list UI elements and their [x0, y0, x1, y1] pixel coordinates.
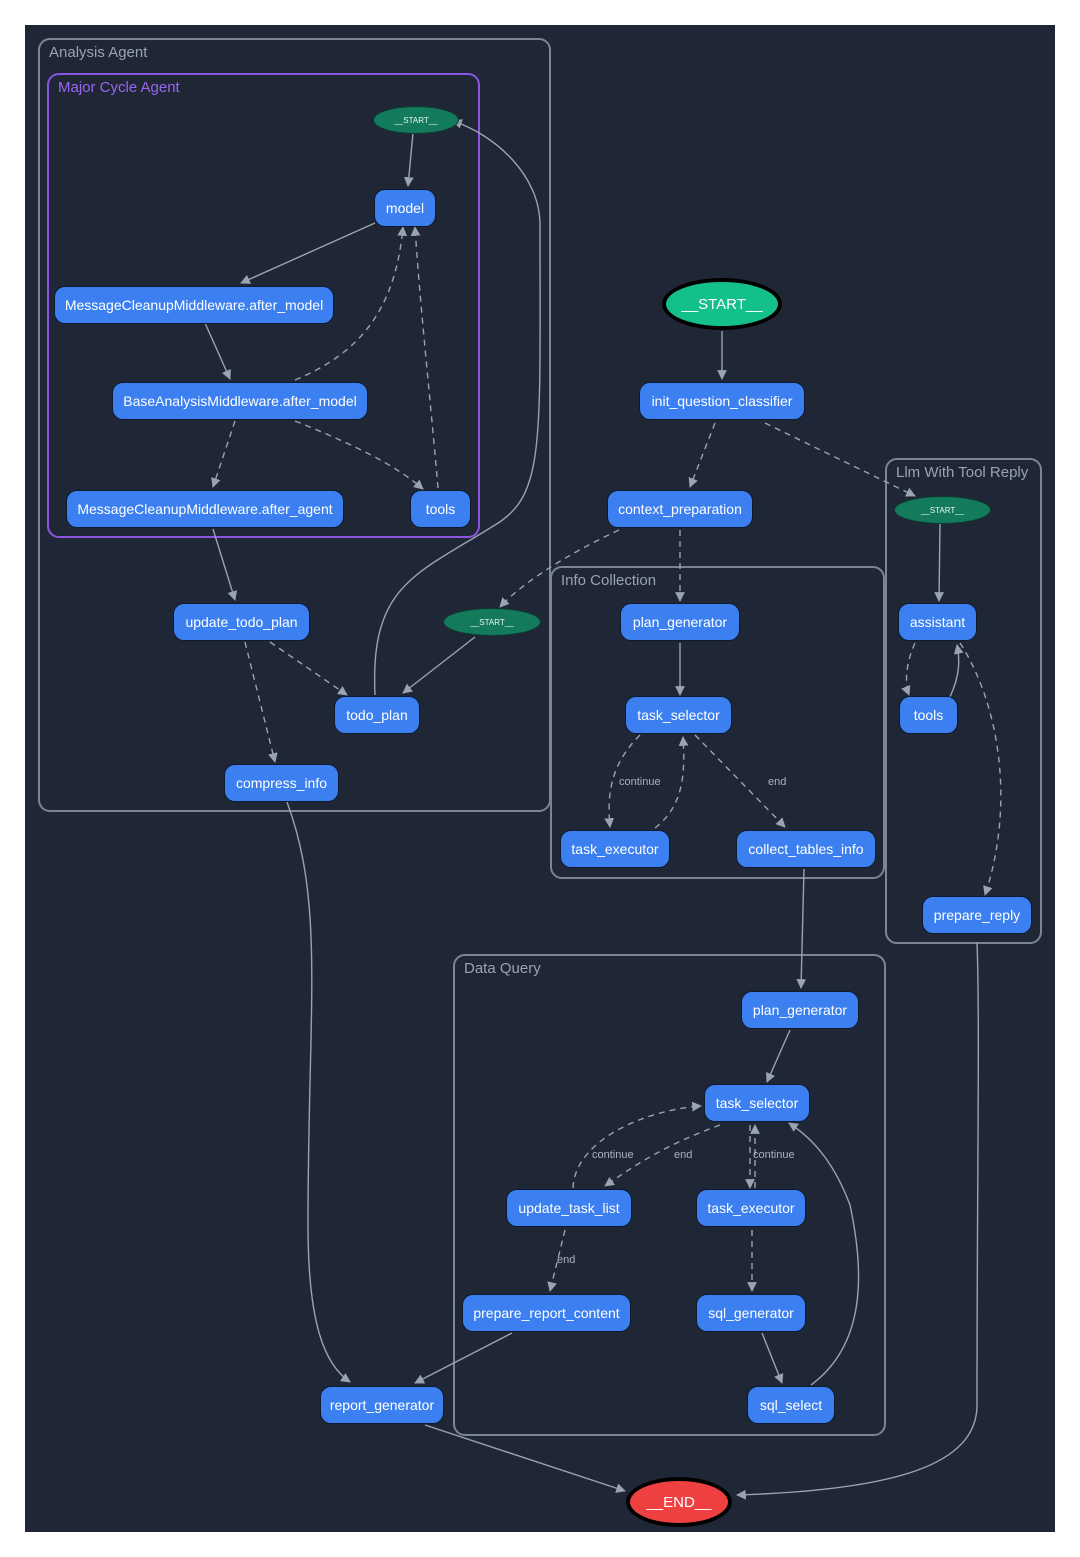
node-mca-start[interactable]: __START__: [373, 106, 459, 134]
edge-aa-start-todo: [402, 636, 476, 694]
edge-label-dq-end-left: end: [674, 1149, 693, 1161]
node-ic-task-selector[interactable]: task_selector: [625, 696, 732, 734]
node-ic-plan-generator[interactable]: plan_generator: [620, 603, 740, 641]
node-dq-sql-select[interactable]: sql_select: [747, 1386, 835, 1424]
cluster-data-query: Data Query: [453, 954, 886, 1436]
edge-tools-model: [410, 226, 439, 489]
edge-dq-sqlgen-sqlselect: [761, 1332, 784, 1384]
end-node[interactable]: __END__: [626, 1477, 732, 1527]
node-dq-sql-generator[interactable]: sql_generator: [696, 1294, 806, 1332]
graph-canvas: Analysis Agent Major Cycle Agent Info Co…: [25, 25, 1055, 1532]
edge-todo-mca-start: [373, 119, 541, 696]
node-ic-task-executor[interactable]: task_executor: [560, 830, 670, 868]
node-aa-update-todo-plan[interactable]: update_todo_plan: [173, 603, 310, 641]
node-mca-tools[interactable]: tools: [410, 490, 471, 528]
node-context-preparation[interactable]: context_preparation: [607, 490, 753, 528]
start-node[interactable]: __START__: [662, 278, 782, 330]
cluster-major-cycle-agent: Major Cycle Agent: [47, 73, 480, 538]
node-init-question-classifier[interactable]: init_question_classifier: [639, 382, 805, 420]
edge-label-dq-continue-right: continue: [753, 1149, 795, 1161]
edge-label-dq-continue-left: continue: [592, 1149, 634, 1161]
edge-lt-prepare-end: [736, 941, 980, 1500]
edge-init-llm-start: [764, 422, 916, 497]
node-mca-cleanup-after-model[interactable]: MessageCleanupMiddleware.after_model: [54, 286, 334, 324]
edge-base-cleanup-agent: [211, 420, 236, 488]
edge-compress-report: [286, 801, 351, 1383]
node-dq-task-selector[interactable]: task_selector: [704, 1084, 810, 1122]
node-lt-start[interactable]: __START__: [894, 496, 991, 524]
edge-cleanup-agent-update: [212, 528, 238, 601]
edge-label-ic-end: end: [768, 776, 787, 788]
edge-dq-update-selector: [572, 1101, 702, 1189]
node-lt-assistant[interactable]: assistant: [898, 603, 977, 641]
node-lt-tools[interactable]: tools: [899, 696, 958, 734]
edge-dq-prepare-report: [414, 1332, 513, 1384]
cluster-label-data-query: Data Query: [464, 960, 541, 977]
edge-model-cleanup: [240, 222, 376, 284]
cluster-label-llm-with-tool-reply: Llm With Tool Reply: [896, 464, 1029, 481]
cluster-label-info-collection: Info Collection: [561, 572, 657, 589]
node-aa-compress-info[interactable]: compress_info: [224, 764, 339, 802]
node-dq-plan-generator[interactable]: plan_generator: [741, 991, 859, 1029]
edge-init-context: [688, 422, 716, 488]
edge-report-end: [424, 1424, 626, 1493]
cluster-label-major-cycle-agent: Major Cycle Agent: [58, 79, 180, 96]
edge-lt-assistant-prepare: [959, 642, 1002, 896]
cluster-info-collection: Info Collection: [550, 566, 885, 879]
edge-ic-collect-dq-plan: [796, 868, 807, 989]
node-mca-model[interactable]: model: [374, 189, 436, 227]
node-dq-task-executor[interactable]: task_executor: [696, 1189, 806, 1227]
node-lt-prepare-reply[interactable]: prepare_reply: [922, 896, 1032, 934]
node-dq-update-task-list[interactable]: update_task_list: [506, 1189, 632, 1227]
edge-base-model: [294, 226, 408, 381]
edge-update-todo: [269, 641, 348, 696]
edge-mca-start-model: [403, 132, 414, 187]
edge-context-aa-start: [499, 529, 620, 608]
node-mca-base-after-model[interactable]: BaseAnalysisMiddleware.after_model: [112, 382, 368, 420]
edge-label-dq-end-bottom: end: [557, 1254, 576, 1266]
node-mca-cleanup-after-agent[interactable]: MessageCleanupMiddleware.after_agent: [66, 490, 344, 528]
edge-label-ic-continue: continue: [619, 776, 661, 788]
edge-lt-start-assistant: [934, 522, 945, 602]
node-report-generator[interactable]: report_generator: [320, 1386, 444, 1424]
node-aa-todo-plan[interactable]: todo_plan: [334, 696, 420, 734]
edge-lt-tools-assistant: [949, 644, 964, 698]
edge-update-compress: [244, 641, 278, 763]
cluster-label-analysis-agent: Analysis Agent: [49, 44, 148, 61]
edge-cleanup-base: [204, 322, 231, 380]
cluster-llm-with-tool-reply: Llm With Tool Reply: [885, 458, 1042, 944]
edge-ic-selector-executor: [604, 734, 641, 828]
edge-base-tools: [294, 420, 424, 490]
node-dq-prepare-report-content[interactable]: prepare_report_content: [462, 1294, 631, 1332]
edge-dq-plan-selector: [766, 1029, 791, 1083]
node-aa-start[interactable]: __START__: [443, 608, 541, 636]
cluster-analysis-agent: Analysis Agent: [38, 38, 551, 812]
node-ic-collect-tables-info[interactable]: collect_tables_info: [736, 830, 876, 868]
graph-edges: [204, 119, 1002, 1500]
edge-ic-executor-selector: [654, 736, 689, 829]
edge-dq-sqlselect-selector: [788, 1122, 860, 1386]
edge-lt-assistant-tools: [901, 642, 916, 696]
